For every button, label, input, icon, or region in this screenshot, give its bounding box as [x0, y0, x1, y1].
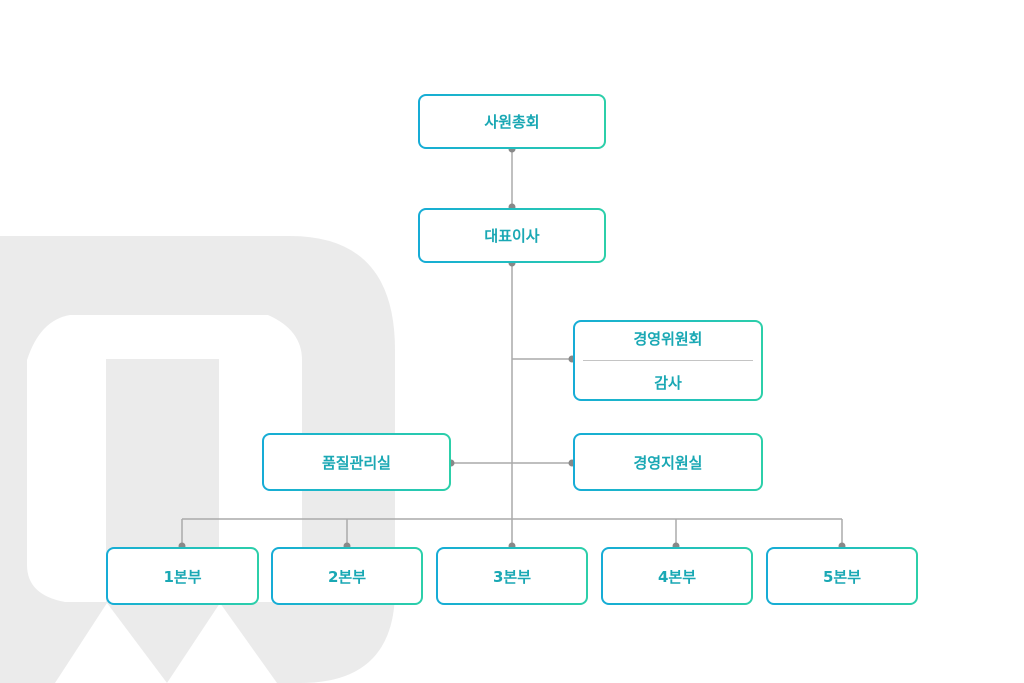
- node-label: 경영지원실: [633, 453, 703, 472]
- node-label: 2본부: [327, 567, 367, 586]
- node-label: 3본부: [492, 567, 532, 586]
- node-label-committee: 경영위원회: [633, 329, 703, 348]
- node-label: 5본부: [822, 567, 862, 586]
- node-support-office: 경영지원실: [573, 433, 763, 491]
- node-label: 품질관리실: [321, 453, 391, 472]
- node-label-audit: 감사: [654, 374, 682, 393]
- node-quality-office: 품질관리실: [262, 433, 451, 491]
- node-label: 사원총회: [484, 113, 540, 131]
- node-division-3: 3본부: [436, 547, 588, 605]
- node-committee-audit: 경영위원회 감사: [573, 320, 763, 401]
- node-label: 4본부: [657, 567, 697, 586]
- node-division-4: 4본부: [601, 547, 753, 605]
- node-label: 1본부: [163, 567, 202, 586]
- node-ceo: 대표이사: [418, 208, 606, 263]
- node-label: 대표이사: [484, 227, 540, 245]
- node-general-meeting: 사원총회: [418, 94, 606, 149]
- node-division-5: 5본부: [766, 547, 918, 605]
- node-divider: [583, 359, 753, 361]
- node-division-1: 1본부: [106, 547, 259, 605]
- node-division-2: 2본부: [271, 547, 423, 605]
